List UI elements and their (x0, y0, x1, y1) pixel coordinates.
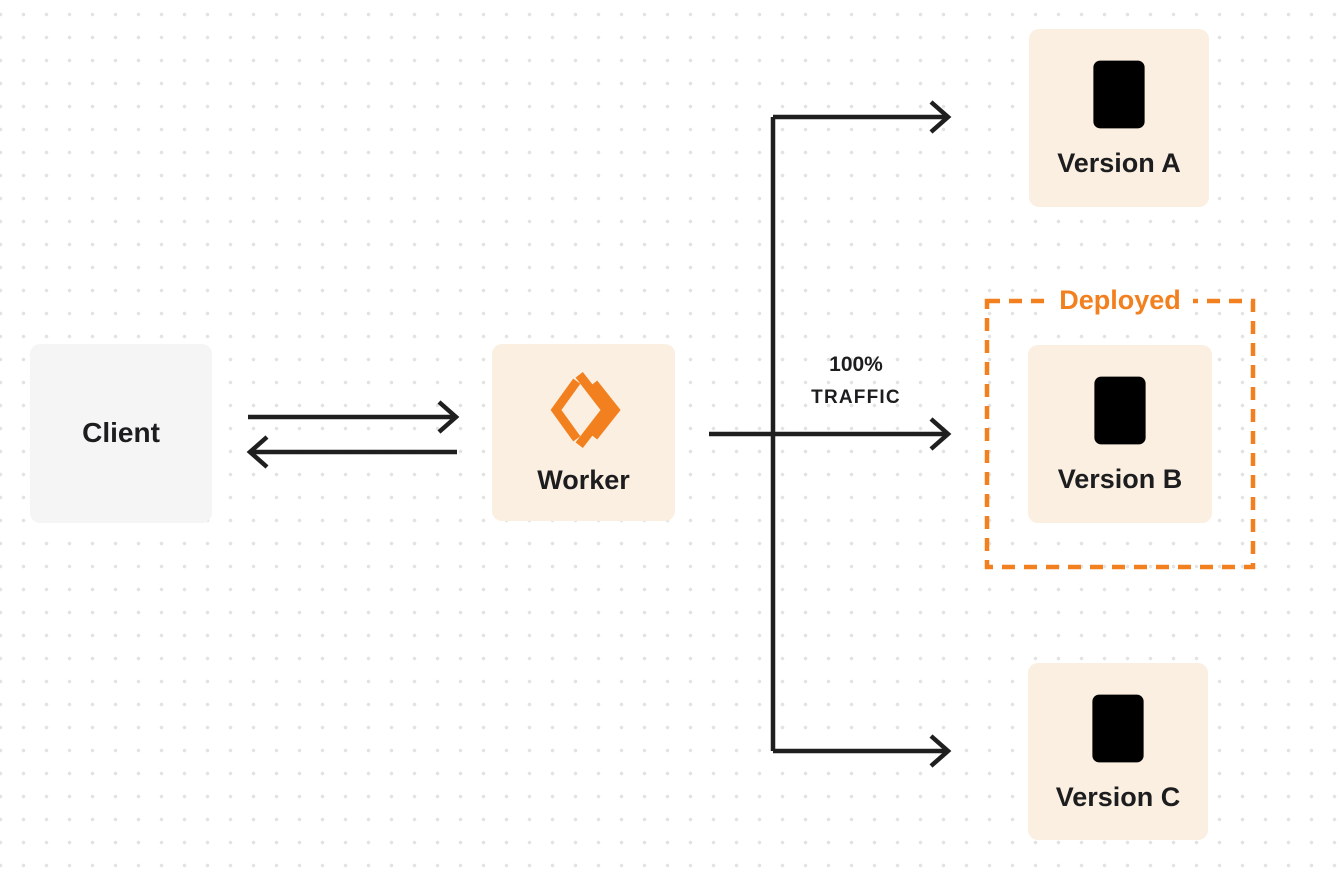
client-label: Client (82, 417, 160, 449)
arrow-worker-to-client (246, 435, 457, 469)
version-b-label: Version B (1057, 464, 1183, 495)
arrow-branch-to-version-c (773, 734, 952, 768)
code-file-icon (1092, 694, 1144, 762)
version-a-label: Version A (1057, 148, 1181, 179)
version-c-node: Version C (1028, 663, 1208, 840)
traffic-label: 100% TRAFFIC (794, 351, 918, 411)
code-file-icon (1094, 376, 1146, 445)
client-node: Client (30, 344, 212, 523)
version-a-node: Version A (1029, 29, 1209, 207)
arrow-client-to-worker (248, 400, 460, 434)
traffic-word: TRAFFIC (811, 387, 901, 408)
worker-node: Worker (492, 344, 675, 521)
version-b-node: Version B (1028, 345, 1212, 523)
workers-chevron-logo-icon (550, 371, 621, 448)
arrow-worker-to-version-b (709, 417, 952, 451)
arrow-branch-to-version-a (773, 100, 952, 134)
code-file-icon (1093, 60, 1145, 129)
worker-label: Worker (537, 464, 630, 495)
version-c-label: Version C (1055, 781, 1181, 812)
traffic-percent: 100% (829, 353, 883, 376)
